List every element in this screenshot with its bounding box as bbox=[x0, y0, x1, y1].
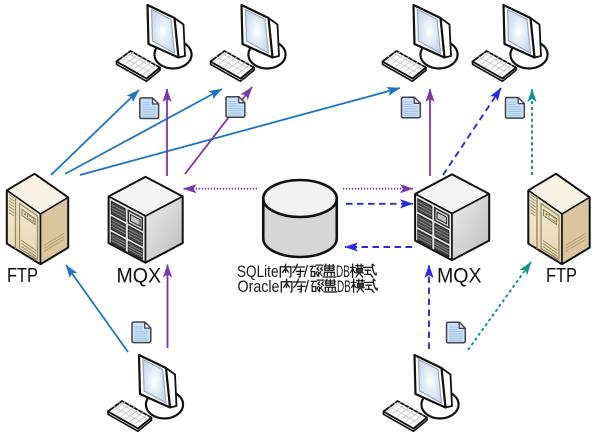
svg-text:/: / bbox=[305, 278, 310, 296]
svg-text:MQX: MQX bbox=[437, 265, 482, 288]
svg-text:Oracle: Oracle bbox=[238, 278, 280, 296]
svg-text:MQX: MQX bbox=[117, 265, 162, 288]
svg-text:SQLite: SQLite bbox=[237, 263, 279, 281]
svg-text:/: / bbox=[304, 263, 309, 281]
svg-text:DB: DB bbox=[337, 278, 351, 296]
svg-text:FTP: FTP bbox=[7, 264, 38, 287]
svg-text:DB: DB bbox=[336, 263, 350, 281]
svg-text:FTP: FTP bbox=[546, 264, 577, 287]
